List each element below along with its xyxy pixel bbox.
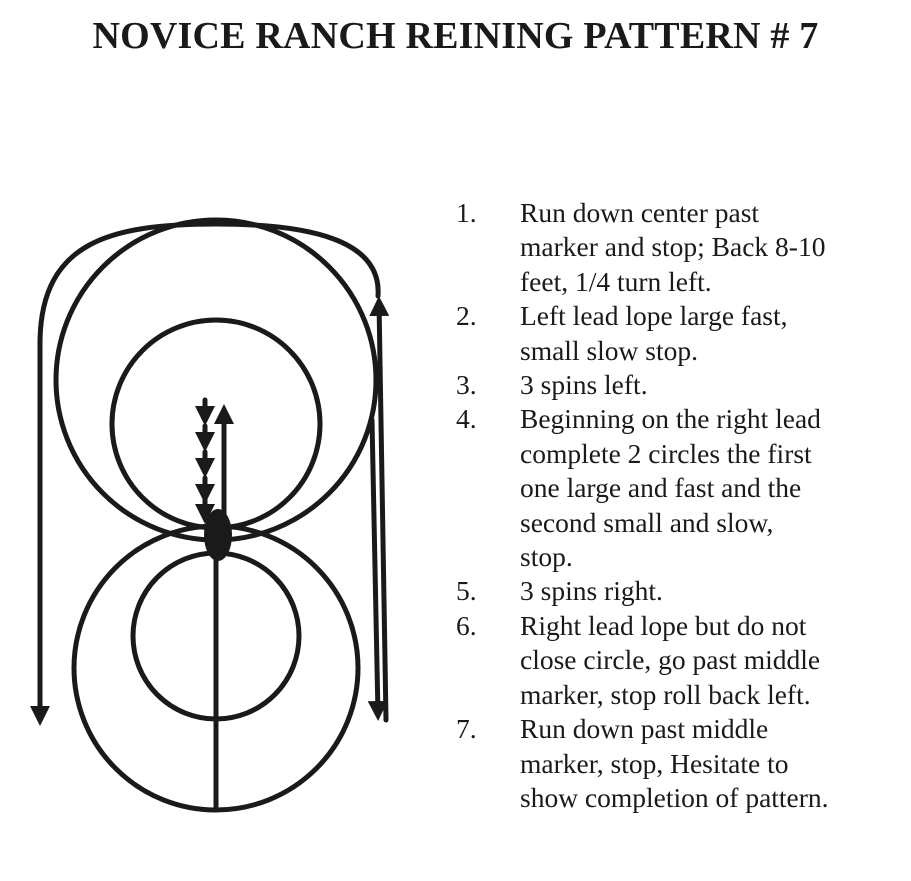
pattern-title: NOVICE RANCH REINING PATTERN # 7 bbox=[92, 15, 819, 57]
outer-run-right-path bbox=[369, 296, 390, 723]
step-text: Run down center past marker and stop; Ba… bbox=[520, 197, 826, 297]
step-1: 1. Run down center past marker and stop;… bbox=[456, 196, 906, 299]
step-text: Beginning on the right lead complete 2 c… bbox=[520, 403, 821, 573]
outer-run-right-return bbox=[367, 417, 388, 721]
top-small-circle bbox=[109, 317, 323, 531]
step-number: 3. bbox=[456, 369, 477, 401]
step-6: 6. Right lead lope but do not close circ… bbox=[456, 609, 906, 712]
step-3: 3. 3 spins left. bbox=[456, 368, 906, 402]
step-text: 3 spins right. bbox=[520, 575, 663, 607]
step-number: 7. bbox=[456, 713, 477, 745]
step-number: 1. bbox=[456, 197, 477, 228]
step-text: Right lead lope but do not close circle,… bbox=[520, 609, 821, 710]
step-number: 4. bbox=[456, 403, 477, 435]
outer-run-left-path bbox=[30, 221, 381, 726]
step-text: Run down past middle marker, stop, Hesit… bbox=[520, 713, 829, 813]
center-marker bbox=[204, 509, 232, 561]
step-text: 3 spins left. bbox=[520, 369, 648, 401]
step-number: 2. bbox=[456, 300, 477, 332]
step-4: 4. Beginning on the right lead complete … bbox=[456, 402, 906, 574]
top-large-circle bbox=[53, 217, 379, 543]
step-5: 5. 3 spins right. bbox=[456, 574, 906, 608]
step-number: 6. bbox=[456, 609, 477, 641]
pattern-steps: 1. Run down center past marker and stop;… bbox=[456, 196, 906, 815]
step-text: Left lead lope large fast, small slow st… bbox=[520, 300, 788, 366]
step-number: 5. bbox=[456, 575, 477, 607]
step-2: 2. Left lead lope large fast, small slow… bbox=[456, 299, 906, 368]
step-7: 7. Run down past middle marker, stop, He… bbox=[456, 712, 906, 815]
